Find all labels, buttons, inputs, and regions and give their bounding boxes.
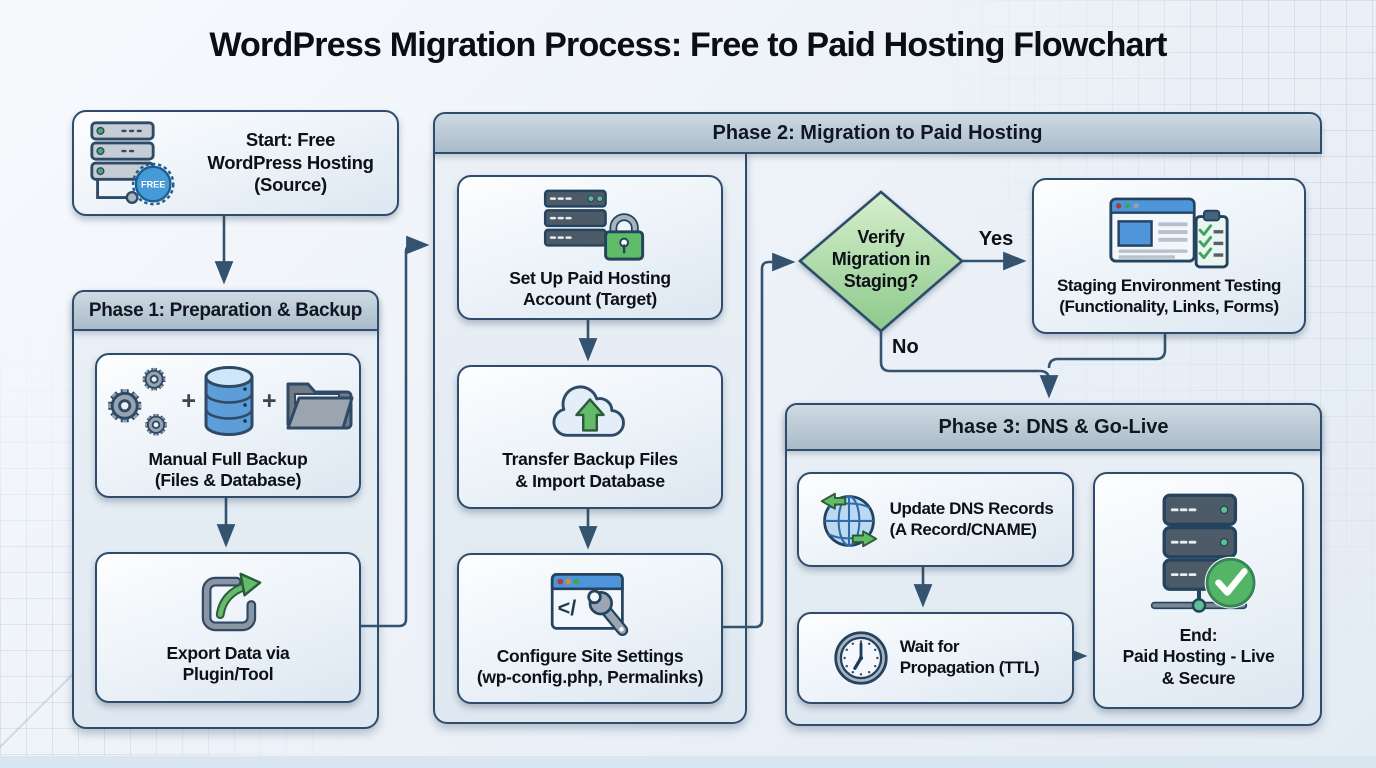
line-staging-to-merge: [1047, 330, 1167, 369]
configure-label: Configure Site Settings (wp-config.php, …: [476, 645, 704, 687]
configure-node: </ Configure Site Settings (wp-config.ph…: [457, 553, 723, 704]
plus-sign: +: [262, 387, 277, 416]
no-edge-label: No: [892, 336, 919, 358]
export-node: Export Data via Plugin/Tool: [95, 552, 361, 703]
end-label: End: Paid Hosting - Live & Secure: [1122, 624, 1275, 688]
server-check-icon: [1150, 493, 1257, 613]
staging-label: Staging Environment Testing (Functionali…: [1056, 275, 1282, 316]
phase3-header: Phase 3: DNS & Go-Live: [785, 403, 1322, 451]
phase2-header-label: Phase 2: Migration to Paid Hosting: [712, 121, 1043, 144]
transfer-label: Transfer Backup Files & Import Database: [502, 449, 678, 491]
setup-label: Set Up Paid Hosting Account (Target): [509, 267, 671, 309]
decision-label: Verify Migration in Staging?: [831, 227, 931, 291]
phase3-header-label: Phase 3: DNS & Go-Live: [938, 415, 1169, 438]
setup-node: Set Up Paid Hosting Account (Target): [457, 175, 723, 320]
gears-icon: [101, 360, 175, 444]
staging-node: Staging Environment Testing (Functionali…: [1032, 178, 1306, 334]
cloud-upload-icon: [552, 385, 625, 437]
phase1-header-label: Phase 1: Preparation & Backup: [88, 299, 363, 321]
wait-node: Wait for Propagation (TTL): [797, 612, 1074, 704]
backup-node: + + Manual Full Backup (Files & Database…: [95, 353, 361, 498]
phase2-header: Phase 2: Migration to Paid Hosting: [433, 112, 1322, 154]
start-node: FREE Start: Free WordPress Hosting (Sour…: [72, 110, 399, 216]
free-badge-text: FREE: [141, 179, 165, 189]
clock-icon: [834, 631, 888, 685]
browser-wrench-icon: </: [550, 572, 629, 636]
globe-dns-icon: [820, 492, 877, 547]
folder-icon: [286, 382, 354, 430]
phase1-header: Phase 1: Preparation & Backup: [72, 290, 379, 331]
export-label: Export Data via Plugin/Tool: [166, 642, 290, 684]
code-glyph: </: [558, 595, 577, 620]
free-hosting-server-icon: FREE: [90, 121, 175, 206]
bottom-accent-strip: [0, 756, 1376, 768]
database-icon: [204, 365, 254, 436]
secure-server-lock-icon: [543, 189, 645, 261]
end-node: End: Paid Hosting - Live & Secure: [1093, 472, 1304, 709]
backup-label: Manual Full Backup (Files & Database): [148, 448, 308, 490]
start-label: Start: Free WordPress Hosting (Source): [207, 129, 374, 196]
transfer-node: Transfer Backup Files & Import Database: [457, 365, 723, 509]
page-title: WordPress Migration Process: Free to Pai…: [209, 26, 1167, 64]
dns-label: Update DNS Records (A Record/CNAME): [889, 498, 1054, 539]
browser-checklist-icon: [1109, 197, 1229, 269]
dns-node: Update DNS Records (A Record/CNAME): [797, 472, 1074, 567]
plus-sign: +: [181, 387, 196, 416]
wait-label: Wait for Propagation (TTL): [899, 637, 1040, 677]
export-arrow-icon: [201, 572, 262, 631]
backup-icon-row: + +: [101, 360, 354, 444]
yes-edge-label: Yes: [978, 228, 1014, 250]
